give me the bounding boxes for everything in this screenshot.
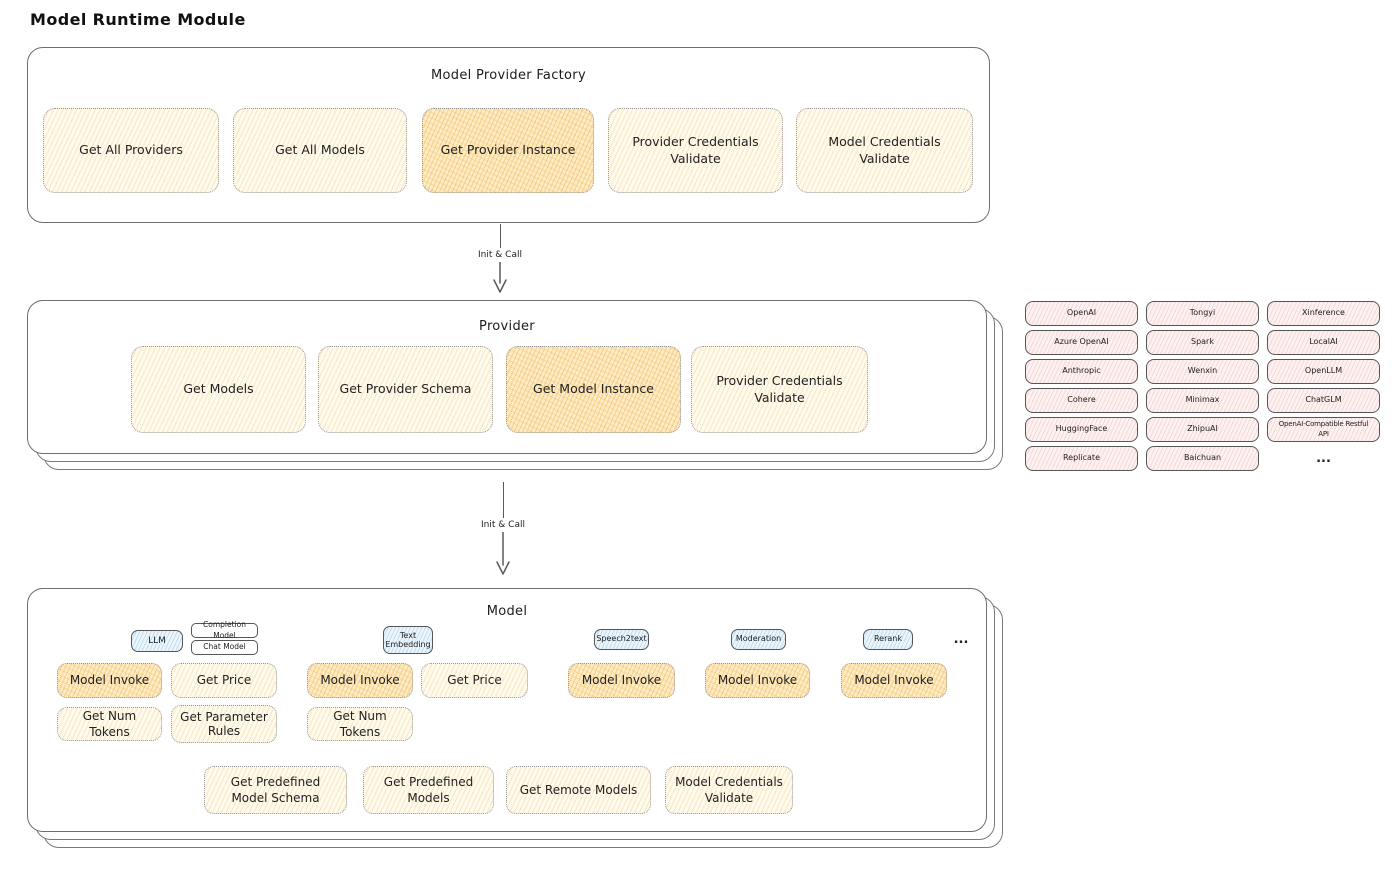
model-credentials-validate-node[interactable]: Model Credentials Validate (665, 766, 793, 814)
llm-get-parameter-rules-node[interactable]: Get Parameter Rules (171, 705, 277, 743)
tab-speech2text[interactable]: Speech2text (594, 629, 649, 650)
tab-llm[interactable]: LLM (131, 630, 183, 652)
get-predefined-model-schema-node[interactable]: Get Predefined Model Schema (204, 766, 347, 814)
factory-box: Model Provider Factory Get All Providers… (27, 47, 990, 223)
page-title: Model Runtime Module (30, 10, 246, 29)
provider-item-replicate[interactable]: Replicate (1025, 446, 1138, 471)
provider-item-openai-compatible[interactable]: OpenAI-Compatible Restful API (1267, 417, 1380, 442)
provider-item-minimax[interactable]: Minimax (1146, 388, 1259, 413)
factory-provider-credentials-validate-node[interactable]: Provider Credentials Validate (608, 108, 783, 193)
speech2text-model-invoke-node[interactable]: Model Invoke (568, 663, 675, 698)
provider-item-openai[interactable]: OpenAI (1025, 301, 1138, 326)
llm-model-invoke-node[interactable]: Model Invoke (57, 663, 162, 698)
tab-completion-model[interactable]: Completion Model (191, 620, 258, 640)
provider-item-baichuan[interactable]: Baichuan (1146, 446, 1259, 471)
tab-chat-model[interactable]: Chat Model (191, 640, 258, 655)
init-call-arrow-2: Init & Call (458, 482, 548, 576)
arrow-line (502, 482, 504, 518)
embedding-get-price-node[interactable]: Get Price (421, 663, 528, 698)
tab-moderation[interactable]: Moderation (731, 629, 786, 650)
embedding-model-invoke-node[interactable]: Model Invoke (307, 663, 413, 698)
provider-item-localai[interactable]: LocalAI (1267, 330, 1380, 355)
rerank-model-invoke-node[interactable]: Model Invoke (841, 663, 947, 698)
arrow-label: Init & Call (481, 520, 525, 530)
model-tabs-more: ... (953, 632, 969, 647)
llm-get-num-tokens-node[interactable]: Get Num Tokens (57, 707, 162, 741)
provider-credentials-validate-node[interactable]: Provider Credentials Validate (691, 346, 868, 433)
provider-item-huggingface[interactable]: HuggingFace (1025, 417, 1138, 442)
init-call-arrow-1: Init & Call (455, 224, 545, 294)
factory-model-credentials-validate-node[interactable]: Model Credentials Validate (796, 108, 973, 193)
arrow-head-icon (496, 532, 510, 575)
provider-item-azure-openai[interactable]: Azure OpenAI (1025, 330, 1138, 355)
provider-list-more: ... (1316, 451, 1331, 466)
provider-item-spark[interactable]: Spark (1146, 330, 1259, 355)
provider-item-xinference[interactable]: Xinference (1267, 301, 1380, 326)
provider-item-cohere[interactable]: Cohere (1025, 388, 1138, 413)
provider-get-models-node[interactable]: Get Models (131, 346, 306, 433)
arrow-line (499, 224, 501, 248)
moderation-model-invoke-node[interactable]: Model Invoke (705, 663, 810, 698)
provider-get-model-instance-node[interactable]: Get Model Instance (506, 346, 681, 433)
embedding-get-num-tokens-node[interactable]: Get Num Tokens (307, 707, 413, 741)
provider-item-zhipuai[interactable]: ZhipuAI (1146, 417, 1259, 442)
get-remote-models-node[interactable]: Get Remote Models (506, 766, 651, 814)
factory-get-all-providers-node[interactable]: Get All Providers (43, 108, 219, 193)
tab-text-embedding[interactable]: Text Embedding (383, 626, 433, 654)
provider-item-openllm[interactable]: OpenLLM (1267, 359, 1380, 384)
factory-title: Model Provider Factory (431, 68, 586, 83)
provider-item-chatglm[interactable]: ChatGLM (1267, 388, 1380, 413)
provider-get-provider-schema-node[interactable]: Get Provider Schema (318, 346, 493, 433)
model-box: Model LLM Completion Model Chat Model Te… (27, 588, 987, 832)
provider-title: Provider (479, 319, 535, 334)
provider-item-tongyi[interactable]: Tongyi (1146, 301, 1259, 326)
factory-get-all-models-node[interactable]: Get All Models (233, 108, 407, 193)
provider-item-wenxin[interactable]: Wenxin (1146, 359, 1259, 384)
model-title: Model (486, 604, 528, 619)
provider-box: Provider Get Models Get Provider Schema … (27, 300, 987, 454)
arrow-head-icon (493, 262, 507, 293)
arrow-label: Init & Call (478, 250, 522, 260)
factory-get-provider-instance-node[interactable]: Get Provider Instance (422, 108, 594, 193)
tab-rerank[interactable]: Rerank (863, 629, 913, 650)
provider-item-anthropic[interactable]: Anthropic (1025, 359, 1138, 384)
get-predefined-models-node[interactable]: Get Predefined Models (363, 766, 494, 814)
llm-get-price-node[interactable]: Get Price (171, 663, 277, 698)
